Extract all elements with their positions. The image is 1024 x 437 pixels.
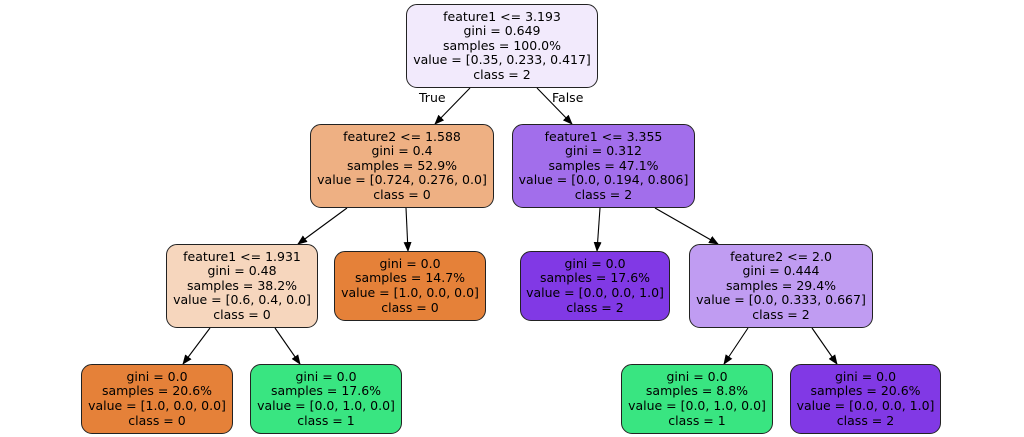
node-samples: samples = 14.7% [354,270,466,286]
edge-label-true: True [419,90,446,105]
node-class: class = 0 [373,186,431,202]
node-samples: samples = 20.6% [810,383,921,399]
tree-leaf-rrl: gini = 0.0 samples = 8.8% value = [0.0, … [621,364,773,434]
tree-leaf-llr: gini = 0.0 samples = 17.6% value = [0.0,… [250,364,402,434]
node-gini: gini = 0.444 [742,263,820,279]
tree-leaf-left-right: gini = 0.0 samples = 14.7% value = [1.0,… [334,251,486,321]
edge-rr-rrl [723,327,749,365]
node-samples: samples = 100.0% [442,37,562,53]
edge-rr-rrr [811,327,838,365]
tree-leaf-right-left: gini = 0.0 samples = 17.6% value = [0.0,… [520,251,670,321]
node-samples: samples = 20.6% [101,383,213,399]
node-class: class = 2 [836,412,895,428]
node-value: value = [0.6, 0.4, 0.0] [173,292,311,308]
edge-ll-lll [182,327,211,365]
node-class: class = 2 [752,306,810,322]
node-split-rule: feature1 <= 3.193 [443,8,561,24]
node-class: class = 2 [473,66,531,82]
node-gini: gini = 0.48 [207,263,277,279]
node-value: value = [0.724, 0.276, 0.0] [317,172,487,188]
node-samples: samples = 17.6% [270,383,382,399]
tree-leaf-lll: gini = 0.0 samples = 20.6% value = [1.0,… [81,364,233,434]
node-value: value = [0.0, 0.0, 1.0] [526,285,664,300]
node-value: value = [0.0, 0.0, 1.0] [796,398,935,413]
node-gini: gini = 0.0 [379,255,441,271]
node-split-rule: feature1 <= 3.355 [544,128,663,144]
edge-left-leftleft [297,207,348,245]
node-gini: gini = 0.0 [564,255,626,271]
tree-node-right: feature1 <= 3.355 gini = 0.312 samples =… [512,124,695,208]
node-value: value = [1.0, 0.0, 0.0] [341,285,479,300]
tree-leaf-rrr: gini = 0.0 samples = 20.6% value = [0.0,… [790,364,941,434]
tree-node-left-left: feature1 <= 1.931 gini = 0.48 samples = … [166,244,318,328]
node-value: value = [0.0, 1.0, 0.0] [257,398,395,413]
node-value: value = [0.0, 0.194, 0.806] [518,172,689,188]
edge-root-right [536,87,573,125]
tree-node-left: feature2 <= 1.588 gini = 0.4 samples = 5… [310,124,494,208]
node-samples: samples = 47.1% [548,157,659,173]
node-gini: gini = 0.4 [371,143,433,159]
node-class: class = 1 [297,412,355,428]
node-class: class = 0 [213,306,271,322]
node-class: class = 0 [381,299,439,315]
edge-label-false: False [552,90,584,105]
tree-node-right-right: feature2 <= 2.0 gini = 0.444 samples = 2… [689,244,873,328]
edge-ll-llr [274,327,301,365]
node-class: class = 2 [566,299,624,315]
node-class: class = 2 [574,186,633,202]
node-class: class = 1 [668,412,726,428]
node-samples: samples = 29.4% [725,277,837,293]
node-split-rule: feature2 <= 1.588 [343,128,461,144]
edge-right-rightright [654,207,719,245]
edge-right-rightleft [593,207,602,252]
tree-node-root: feature1 <= 3.193 gini = 0.649 samples =… [406,4,598,88]
node-value: value = [0.0, 0.333, 0.667] [696,292,866,308]
node-class: class = 0 [128,412,186,428]
node-gini: gini = 0.0 [126,368,188,384]
node-gini: gini = 0.0 [295,368,357,384]
node-samples: samples = 17.6% [539,270,651,286]
edge-left-leftright [403,207,412,252]
node-gini: gini = 0.312 [564,143,642,159]
node-samples: samples = 38.2% [186,277,298,293]
node-value: value = [1.0, 0.0, 0.0] [88,398,226,413]
node-value: value = [0.0, 1.0, 0.0] [628,398,766,413]
node-split-rule: feature1 <= 1.931 [183,248,301,264]
node-samples: samples = 52.9% [346,157,458,173]
node-samples: samples = 8.8% [645,383,749,399]
node-split-rule: feature2 <= 2.0 [730,248,832,264]
edge-root-left [434,87,471,125]
node-value: value = [0.35, 0.233, 0.417] [413,52,591,68]
node-gini: gini = 0.0 [834,368,897,384]
node-gini: gini = 0.649 [463,23,541,39]
node-gini: gini = 0.0 [666,368,728,384]
